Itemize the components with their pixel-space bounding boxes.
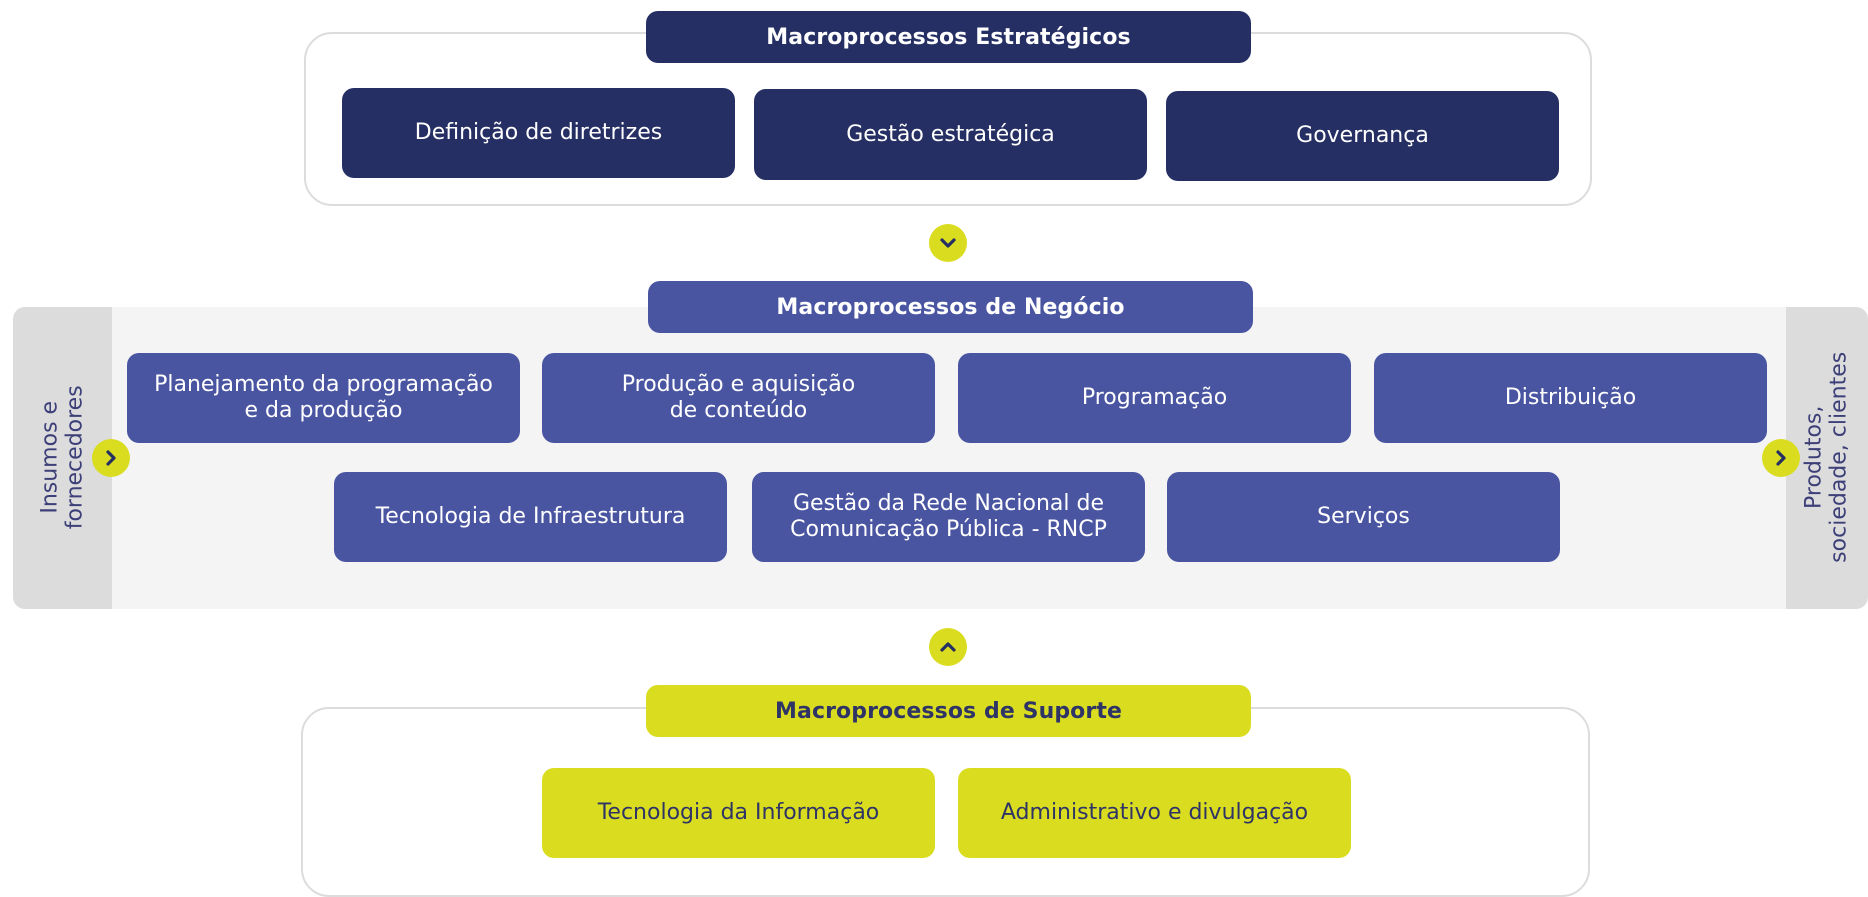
strategic-title: Macroprocessos Estratégicos: [646, 11, 1251, 63]
side-label-outputs: Produtos, sociedade, clientes: [1801, 351, 1852, 563]
business-title: Macroprocessos de Negócio: [648, 281, 1253, 333]
business-item-distribuicao: Distribuição: [1374, 353, 1767, 443]
chevron-down-icon: [929, 224, 967, 262]
business-item-tecnologia-infra: Tecnologia de Infraestrutura: [334, 472, 727, 562]
strategic-item-definicao: Definição de diretrizes: [342, 88, 735, 178]
support-item-ti: Tecnologia da Informação: [542, 768, 935, 858]
business-item-servicos: Serviços: [1167, 472, 1560, 562]
support-item-administrativo: Administrativo e divulgação: [958, 768, 1351, 858]
business-item-programacao: Programação: [958, 353, 1351, 443]
support-title: Macroprocessos de Suporte: [646, 685, 1251, 737]
business-item-planejamento: Planejamento da programação e da produçã…: [127, 353, 520, 443]
chevron-right-icon: [92, 439, 130, 477]
chevron-up-icon: [929, 628, 967, 666]
business-item-producao: Produção e aquisição de conteúdo: [542, 353, 935, 443]
side-label-inputs: Insumos e fornecedores: [37, 385, 88, 530]
chevron-right-icon: [1762, 439, 1800, 477]
strategic-item-gestao: Gestão estratégica: [754, 89, 1147, 180]
business-item-rncp: Gestão da Rede Nacional de Comunicação P…: [752, 472, 1145, 562]
strategic-item-governanca: Governança: [1166, 91, 1559, 181]
